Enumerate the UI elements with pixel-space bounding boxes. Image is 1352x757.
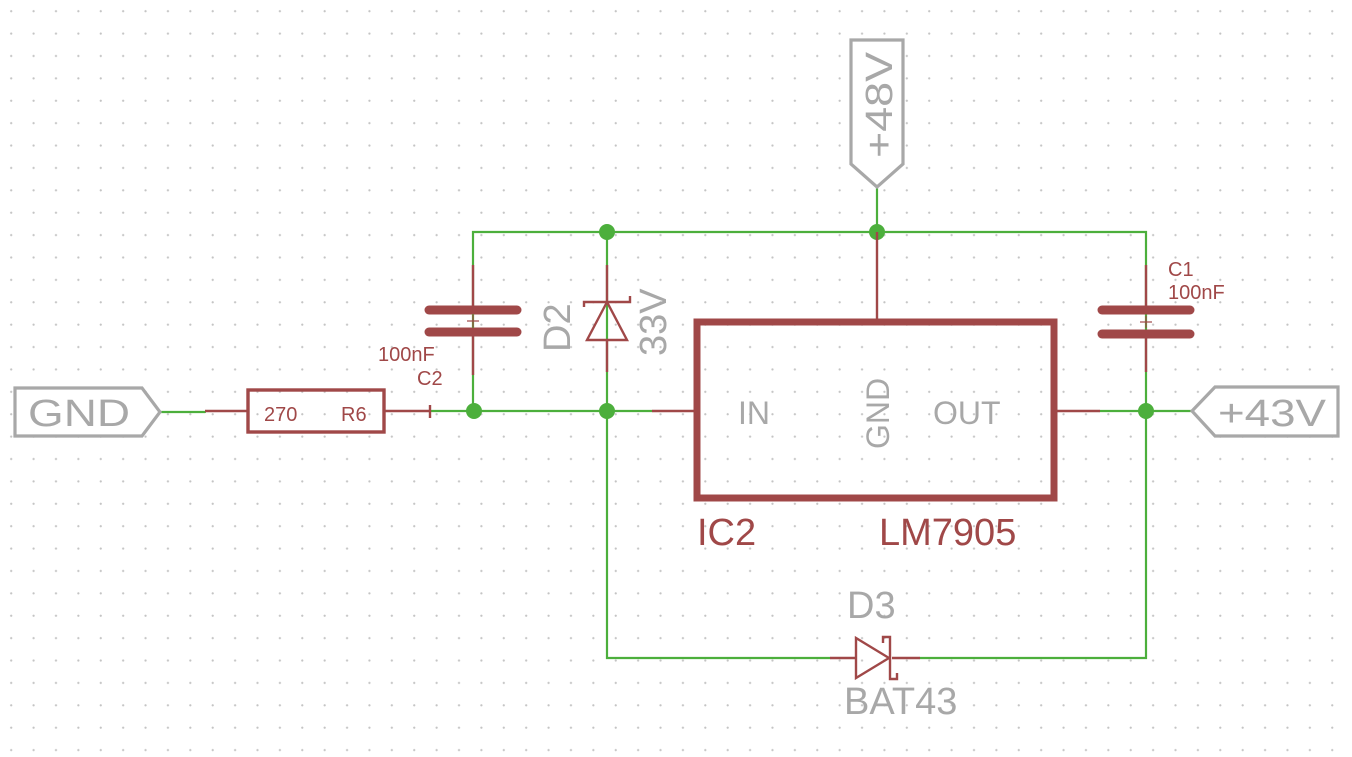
c1-name: C1	[1168, 259, 1194, 281]
c2-name: C2	[417, 368, 443, 390]
d2-value: 33V	[633, 288, 675, 356]
diode-d3[interactable]: D3 BAT43	[830, 585, 957, 723]
port-43v-label: +43V	[1218, 393, 1327, 435]
r6-name: R6	[341, 404, 367, 426]
ic2-pin-out-label: OUT	[933, 395, 1001, 431]
d3-triangle	[854, 635, 892, 681]
resistor-r6[interactable]: 270 R6	[205, 388, 432, 434]
junction-dot	[466, 403, 482, 419]
regulator-ic2[interactable]: IN GND OUT IC2 LM7905	[652, 232, 1100, 554]
d2-zener-bar	[582, 296, 632, 307]
wire-d3-loop-right	[918, 409, 1148, 660]
wire-d3-loop-left	[605, 409, 832, 660]
ic2-name: IC2	[697, 512, 756, 554]
port-gnd-label: GND	[28, 393, 130, 435]
port-48v[interactable]: +48V	[849, 38, 905, 190]
d2-triangle	[585, 299, 629, 342]
r6-value: 270	[264, 404, 297, 426]
d3-schottky-bar	[881, 635, 899, 681]
port-48v-flag	[849, 38, 905, 190]
port-gnd-flag	[13, 386, 162, 438]
d2-name: D2	[537, 303, 579, 352]
port-48v-label: +48V	[859, 51, 901, 158]
c2-value: 100nF	[378, 344, 435, 366]
ic2-pin-in-label: IN	[738, 395, 770, 431]
junction-dot	[599, 403, 615, 419]
d3-value: BAT43	[844, 681, 957, 723]
capacitor-c1[interactable]: C1 100nF	[1097, 259, 1225, 372]
zener-d2[interactable]: D2 33V	[537, 265, 675, 372]
junction-dot	[599, 224, 615, 240]
port-43v-flag	[1189, 385, 1340, 438]
wires	[158, 183, 1194, 660]
d3-name: D3	[847, 585, 896, 627]
c1-value: 100nF	[1168, 282, 1225, 304]
capacitor-c2[interactable]: 100nF C2	[378, 265, 522, 390]
ic2-pin-gnd-label: GND	[860, 378, 896, 449]
junction-dot	[1138, 403, 1154, 419]
ic2-value: LM7905	[879, 512, 1016, 554]
port-43v[interactable]: +43V	[1189, 385, 1340, 438]
port-gnd[interactable]: GND	[13, 386, 162, 438]
